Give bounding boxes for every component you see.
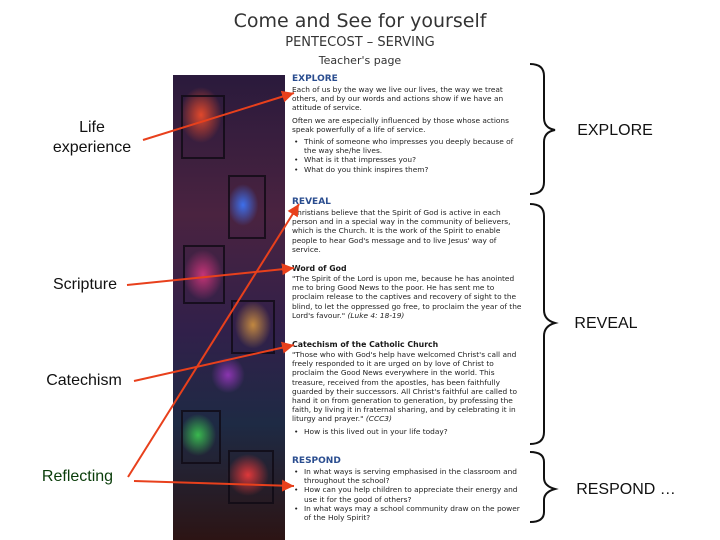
- explore-bullet: Think of someone who impresses you deepl…: [292, 137, 522, 155]
- explore-bullet: What is it that impresses you?: [292, 155, 522, 164]
- label-life-experience: Life experience: [52, 119, 132, 156]
- explore-heading: EXPLORE: [292, 74, 338, 84]
- scripture-arrow: [126, 263, 295, 286]
- explore-paragraph-2: Often we are especially influenced by th…: [292, 115, 509, 134]
- explore-paragraph-1: Each of us by the way we live our lives,…: [292, 85, 504, 113]
- respond-bullet: In what ways is serving emphasised in th…: [292, 467, 522, 485]
- life-experience-arrow: [142, 90, 295, 141]
- label-catechism: Catechism: [46, 372, 122, 389]
- reflecting-arrow: [127, 203, 300, 478]
- catechism-arrow: [133, 341, 295, 382]
- respond-section: RESPOND In what ways is serving emphasis…: [292, 456, 522, 522]
- respond-heading: RESPOND: [292, 456, 341, 466]
- reveal-heading: REVEAL: [292, 197, 331, 207]
- reveal-section: REVEAL Christians believe that the Spiri…: [292, 197, 522, 257]
- reveal-paragraph: Christians believe that the Spirit of Go…: [292, 208, 511, 254]
- catechism-bullet: How is this lived out in your life today…: [292, 427, 522, 436]
- explore-brace: [529, 63, 556, 195]
- catechism-section: Catechism of the Catholic Church "Those …: [292, 340, 522, 436]
- explore-section: EXPLORE Each of us by the way we live ou…: [292, 74, 522, 174]
- catechism-heading: Catechism of the Catholic Church: [292, 340, 439, 349]
- word-of-god-section: Word of God "The Spirit of the Lord is u…: [292, 264, 522, 323]
- respond-brace: [529, 451, 559, 523]
- catechism-ref: (CCC3): [365, 414, 392, 424]
- explore-bullet: What do you think inspires them?: [292, 165, 522, 174]
- respond-bullet: How can you help children to appreciate …: [292, 485, 522, 503]
- reflecting-arrow-2: [133, 479, 295, 492]
- label-respond: RESPOND …: [576, 481, 676, 498]
- page-title: Come and See for yourself: [233, 10, 487, 32]
- catechism-text: "Those who with God's help have welcomed…: [292, 350, 517, 424]
- word-of-god-ref: (Luke 4: 18-19): [347, 310, 405, 320]
- teacher-document: EXPLORE Each of us by the way we live ou…: [287, 72, 527, 540]
- page-subtitle: PENTECOST – SERVING: [285, 35, 435, 50]
- reveal-brace: [529, 203, 559, 445]
- label-reveal: REVEAL: [574, 315, 638, 332]
- label-reflecting: Reflecting: [41, 468, 114, 485]
- label-explore: EXPLORE: [577, 122, 653, 139]
- word-of-god-text: "The Spirit of the Lord is upon me, beca…: [292, 274, 522, 320]
- respond-bullet: In what ways may a school community draw…: [292, 504, 522, 522]
- page-label: Teacher's page: [318, 54, 402, 67]
- label-scripture: Scripture: [52, 276, 118, 293]
- word-of-god-heading: Word of God: [292, 264, 347, 273]
